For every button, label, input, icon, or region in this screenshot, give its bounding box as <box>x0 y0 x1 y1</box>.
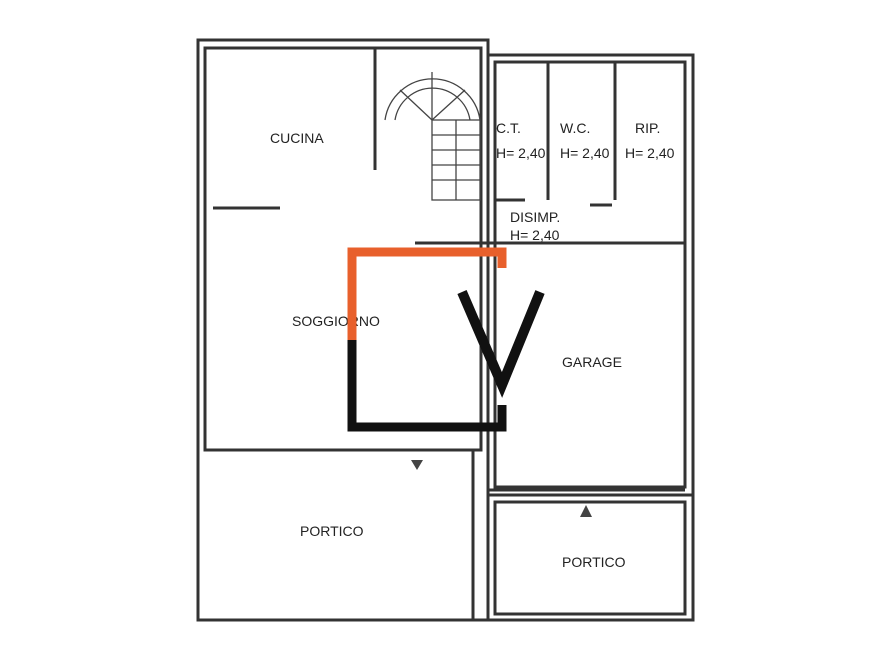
room-height-ct: H= 2,40 <box>496 145 546 161</box>
room-height-disimp: H= 2,40 <box>510 227 560 243</box>
room-height-rip: H= 2,40 <box>625 145 675 161</box>
walls <box>196 38 695 622</box>
room-label-cucina: CUCINA <box>270 130 324 146</box>
logo-watermark <box>347 247 545 432</box>
room-label-portico-left: PORTICO <box>300 523 364 539</box>
room-label-ct: C.T. <box>496 120 521 136</box>
room-label-wc: W.C. <box>560 120 590 136</box>
room-label-soggiorno: SOGGIORNO <box>292 313 380 329</box>
room-label-garage: GARAGE <box>562 354 622 370</box>
room-label-rip: RIP. <box>635 120 660 136</box>
staircase <box>384 72 481 201</box>
entrance-arrow-icon <box>411 460 423 470</box>
entrance-arrow-icon <box>580 505 592 517</box>
room-height-wc: H= 2,40 <box>560 145 610 161</box>
room-label-portico-right: PORTICO <box>562 554 626 570</box>
room-label-disimp: DISIMP. <box>510 209 560 225</box>
